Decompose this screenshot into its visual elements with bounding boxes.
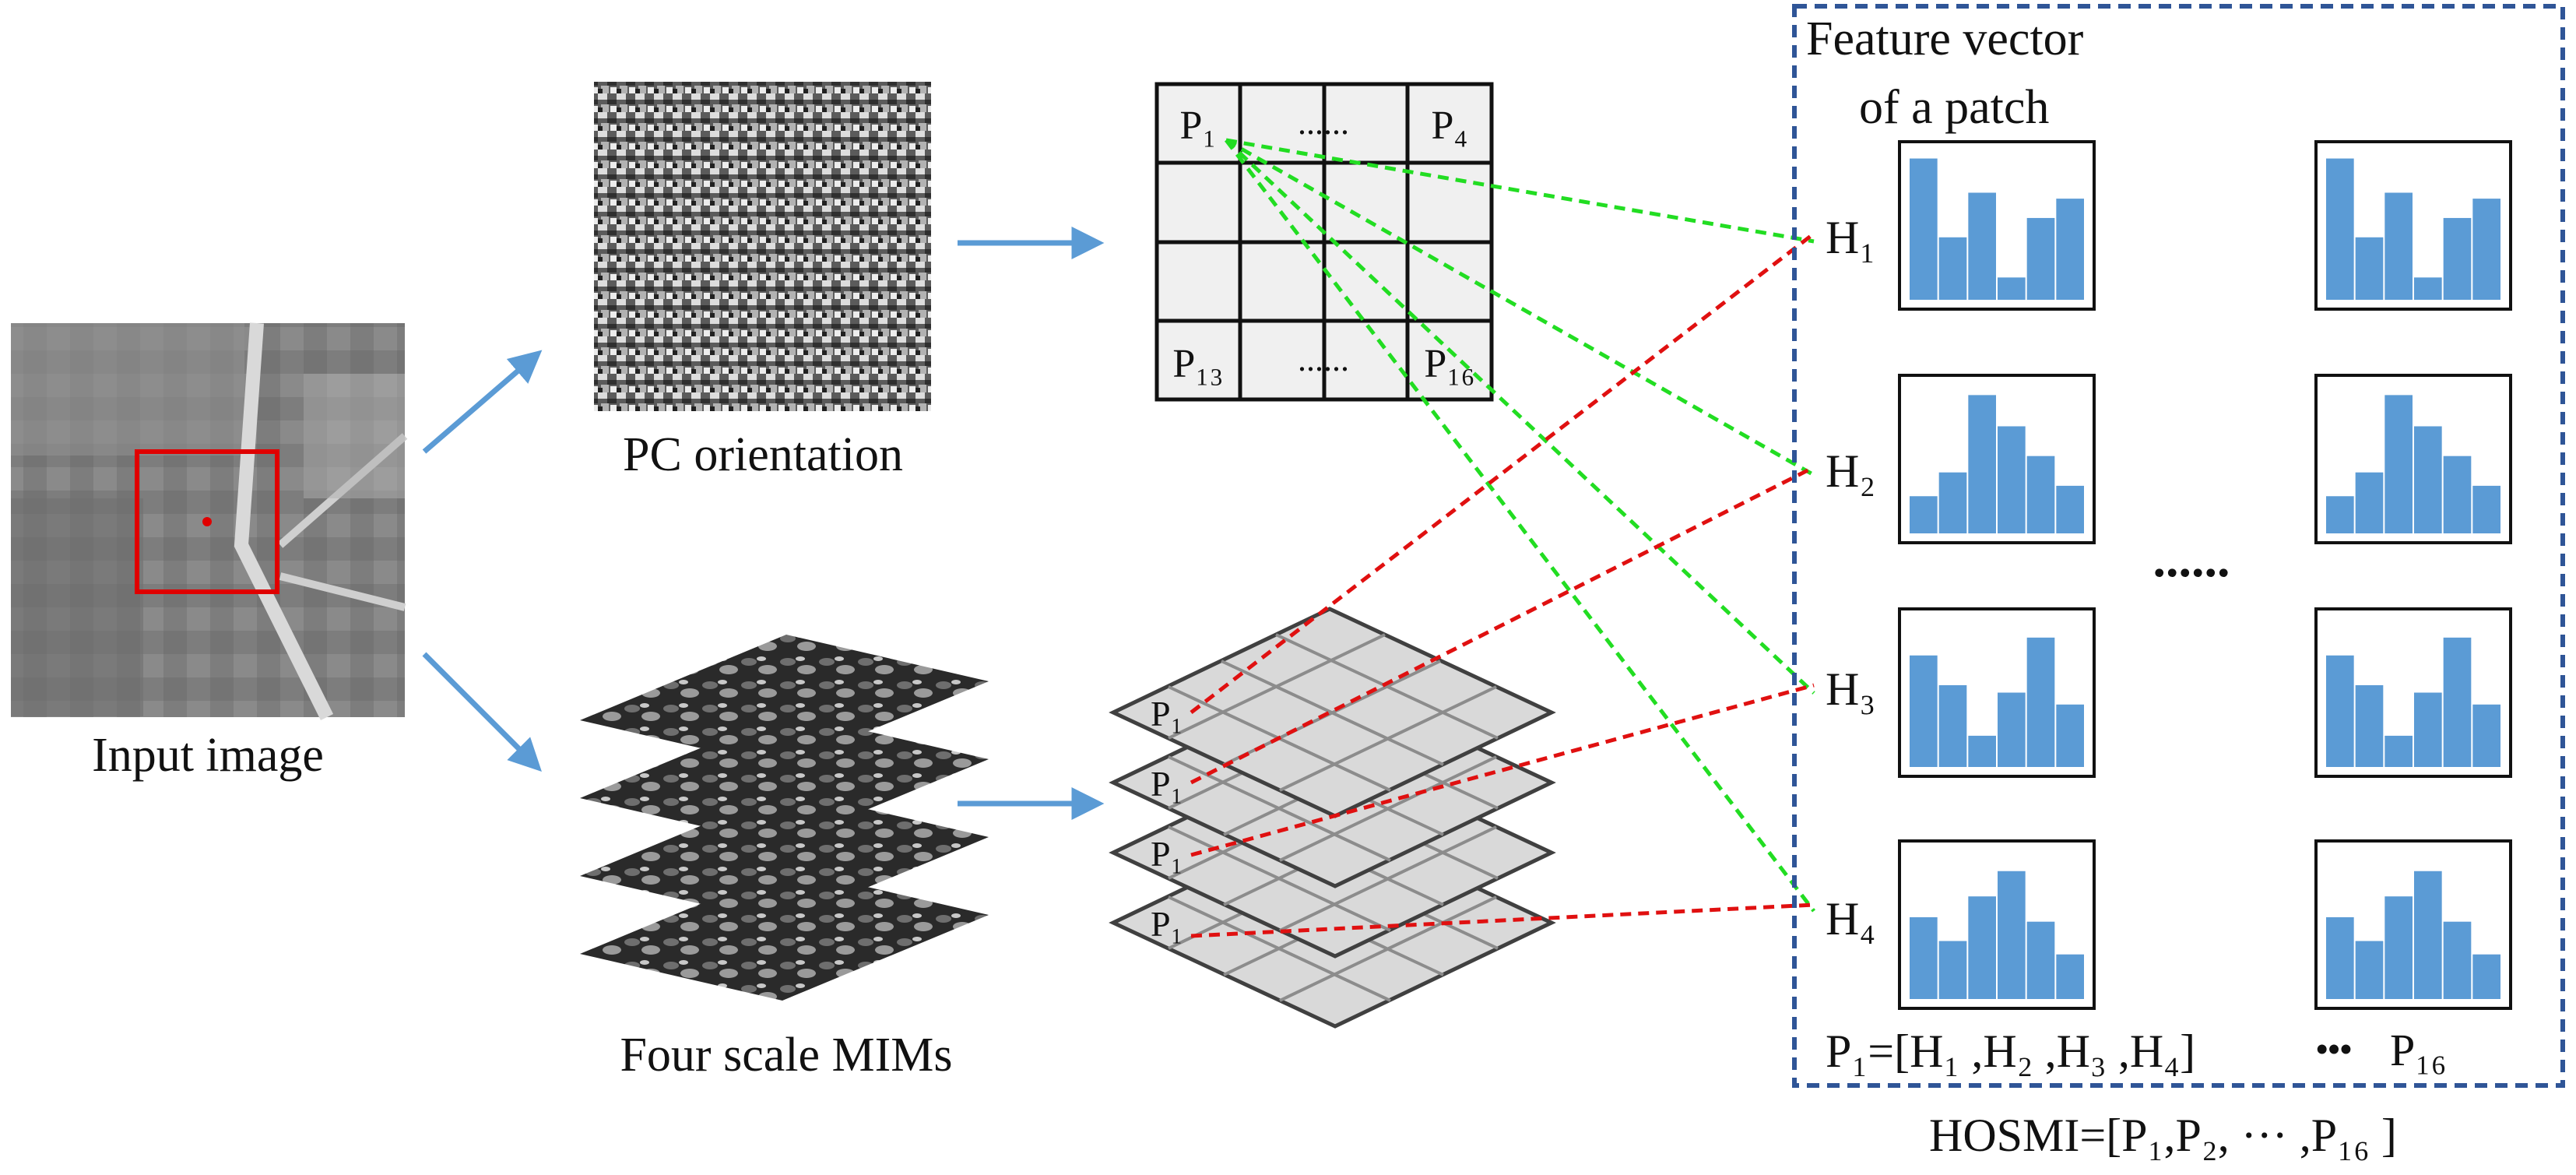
arrow-to-mims xyxy=(422,652,542,772)
mims-stack xyxy=(580,635,989,1001)
histogram-bar xyxy=(1910,655,1938,767)
histogram-bar xyxy=(2056,704,2084,767)
histogram-bar xyxy=(2384,192,2413,300)
green-link-h4 xyxy=(1225,139,1815,913)
arrow-to-pc-orientation xyxy=(422,350,543,454)
patch-grid xyxy=(1154,82,1494,402)
histogram-bar xyxy=(2026,921,2055,999)
histogram-bar xyxy=(2355,472,2384,533)
histogram-bar xyxy=(2384,735,2413,767)
four-scale-mims-label: Four scale MIMs xyxy=(620,1029,952,1082)
middle-ellipsis: ...... xyxy=(2153,531,2230,588)
layer-grids xyxy=(1109,607,1556,1029)
histogram-bar xyxy=(2026,217,2055,300)
red-link-h1 xyxy=(1190,232,1815,714)
histogram-bar xyxy=(1938,237,1967,300)
pc-orientation-image xyxy=(594,82,931,411)
histogram-bar xyxy=(2414,277,2442,300)
histogram-bar xyxy=(1998,426,2026,533)
green-links xyxy=(1225,138,1815,913)
histogram-bar xyxy=(2026,637,2055,767)
histogram-bar xyxy=(1938,472,1967,533)
histogram-bar xyxy=(2472,199,2500,300)
feature-vector-frame xyxy=(1792,4,2565,1088)
layer-4-p1-label: P₁ xyxy=(1151,904,1183,944)
histogram-bar xyxy=(2443,921,2472,999)
histogram-label-h2: H₂ xyxy=(1826,445,1875,497)
red-link-h3 xyxy=(1190,683,1815,857)
histogram-bar xyxy=(2326,158,2354,300)
histogram-bar xyxy=(1910,158,1938,300)
histogram-bar xyxy=(1968,896,1996,999)
histograms xyxy=(1898,140,2512,1010)
histogram-bar xyxy=(1998,692,2026,767)
p16-label: P₁₆ xyxy=(2390,1025,2447,1075)
red-link-h2 xyxy=(1190,465,1815,785)
histogram-bar xyxy=(2384,395,2413,533)
histogram-bar xyxy=(1968,192,1996,300)
histogram-bar xyxy=(2443,456,2472,533)
red-links xyxy=(1190,232,1815,938)
green-link-h2 xyxy=(1225,138,1815,477)
feature-vector-title-line2: of a patch xyxy=(1859,81,2049,134)
histogram-label-h3: H₃ xyxy=(1826,663,1875,715)
histogram-bar xyxy=(2355,941,2384,999)
grid-cell-p13: P₁₃ xyxy=(1172,342,1223,386)
green-link-h1 xyxy=(1225,138,1815,244)
histogram-bar xyxy=(2443,217,2472,300)
histogram-label-h1: H₁ xyxy=(1826,212,1875,263)
histogram-bar xyxy=(2355,684,2384,767)
histogram-bar xyxy=(2472,485,2500,533)
histogram-bar xyxy=(1968,735,1996,767)
pc-orientation-label: PC orientation xyxy=(623,428,903,481)
histogram-bar xyxy=(2414,871,2442,999)
input-image xyxy=(11,322,408,721)
histogram-label-h4: H₄ xyxy=(1826,893,1875,945)
red-link-h4 xyxy=(1190,902,1815,938)
roi-box xyxy=(135,449,279,594)
histogram-bar xyxy=(2443,637,2472,767)
feature-vector-title-line1: Feature vector xyxy=(1806,12,2084,65)
histogram-bar xyxy=(1968,395,1996,533)
roi-center-dot xyxy=(202,517,212,526)
histogram-bar xyxy=(1938,941,1967,999)
histogram-bar xyxy=(2384,896,2413,999)
layer-1-p1-label: P₁ xyxy=(1151,694,1183,733)
histogram-bar xyxy=(1998,871,2026,999)
histogram-bar xyxy=(2326,655,2354,767)
histogram-bar xyxy=(2056,954,2084,999)
histogram-bar xyxy=(2326,496,2354,533)
histogram-bar xyxy=(2026,456,2055,533)
histogram-bar xyxy=(1938,684,1967,767)
layer-2-p1-label: P₁ xyxy=(1151,764,1183,804)
grid-top-dots: ...... xyxy=(1298,104,1349,142)
histogram-bar xyxy=(2326,916,2354,999)
green-link-h3 xyxy=(1225,139,1815,695)
layer-3-p1-label: P₁ xyxy=(1151,834,1183,874)
histogram-bar xyxy=(2414,692,2442,767)
grid-cell-p4: P₄ xyxy=(1431,104,1467,148)
histogram-bar xyxy=(2056,485,2084,533)
bottom-ellipsis: ••• xyxy=(2316,1030,2352,1068)
layer-grid-1 xyxy=(1109,607,1556,818)
grid-cell-p1: P₁ xyxy=(1179,104,1216,148)
hosmi-formula: HOSMI=[P₁,P₂, ··· ,P₁₆ ] xyxy=(1929,1110,2397,1161)
histogram-bar xyxy=(1910,496,1938,533)
histogram-bar xyxy=(2414,426,2442,533)
p1-formula: P₁=[H₁ ,H₂ ,H₃ ,H₄] xyxy=(1826,1025,2195,1077)
histogram-bar xyxy=(1910,916,1938,999)
road-line xyxy=(234,322,334,721)
histogram-bar xyxy=(2472,704,2500,767)
histogram-bar xyxy=(1998,277,2026,300)
grid-bottom-dots: ...... xyxy=(1298,340,1349,378)
histogram-bar xyxy=(2056,199,2084,300)
histogram-bar xyxy=(2355,237,2384,300)
histogram-bar xyxy=(2472,954,2500,999)
input-image-label: Input image xyxy=(92,729,324,782)
